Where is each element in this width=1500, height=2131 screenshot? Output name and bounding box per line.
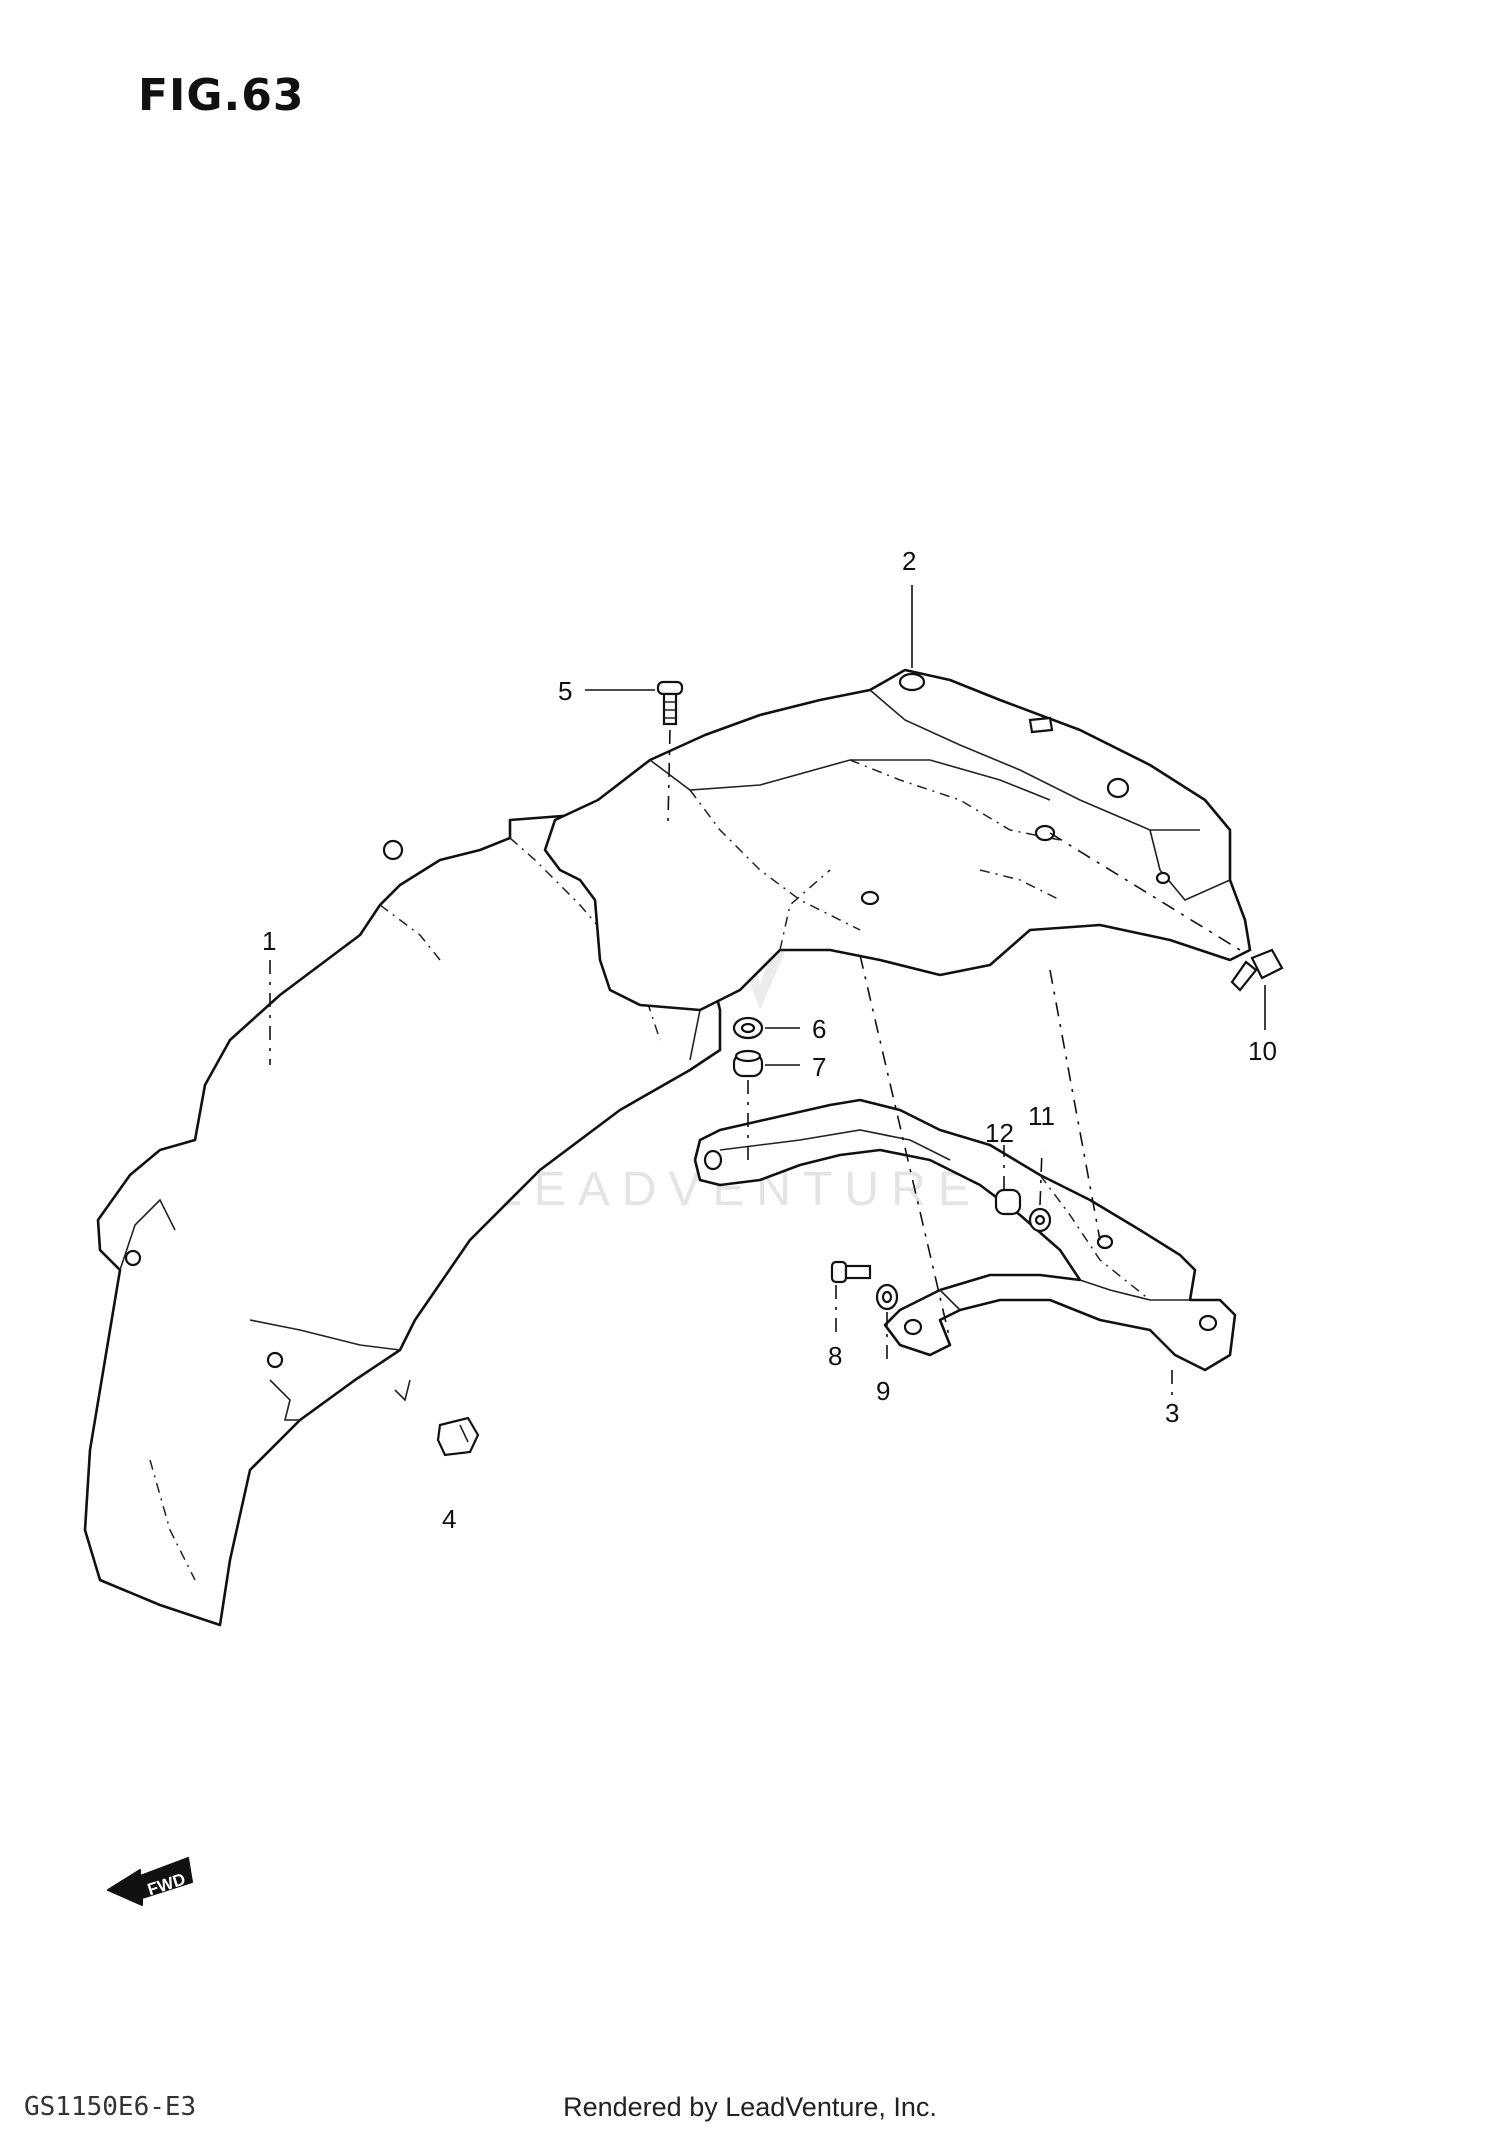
leader-lines — [269, 585, 1266, 1395]
callout-10: 10 — [1248, 1036, 1277, 1066]
callout-4: 4 — [442, 1504, 456, 1534]
washer-9 — [875, 1283, 899, 1311]
nut-6 — [732, 1016, 764, 1040]
bolt-5 — [656, 680, 684, 726]
callout-12: 12 — [985, 1118, 1014, 1148]
rendered-by-credit: Rendered by LeadVenture, Inc. — [563, 2092, 937, 2122]
callout-8: 8 — [828, 1341, 842, 1371]
grommet — [436, 1416, 480, 1457]
callout-5: 5 — [558, 676, 572, 706]
forward-arrow-icon: FWD — [107, 1857, 193, 1906]
nut-11 — [1028, 1207, 1052, 1233]
callout-3: 3 — [1165, 1398, 1179, 1428]
callouts: 1 2 3 4 5 6 7 8 9 10 11 12 — [262, 546, 1277, 1534]
hardware — [656, 680, 1284, 1311]
callout-7: 7 — [812, 1052, 826, 1082]
rear-fender-cover — [543, 668, 1252, 1012]
collar-12 — [994, 1188, 1022, 1216]
collar-7 — [732, 1049, 764, 1078]
callout-9: 9 — [876, 1376, 890, 1406]
diagram-code: GS1150E6-E3 — [24, 2092, 197, 2122]
fender-bracket — [693, 1098, 1237, 1372]
bolt-8 — [830, 1260, 872, 1284]
rear-fender — [83, 813, 722, 1627]
figure-title: FIG.63 — [138, 70, 305, 121]
callout-1: 1 — [262, 926, 276, 956]
callout-2: 2 — [902, 546, 916, 576]
bolt-10 — [1230, 948, 1284, 992]
callout-6: 6 — [812, 1014, 826, 1044]
callout-11: 11 — [1028, 1101, 1055, 1131]
